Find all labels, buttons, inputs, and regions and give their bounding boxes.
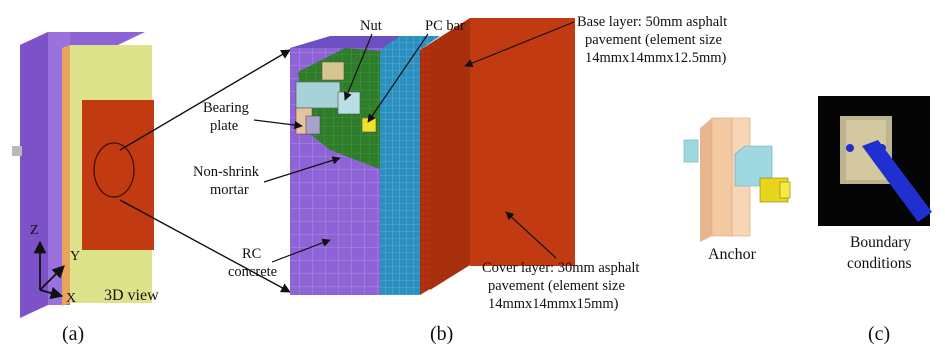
bearing-plate-mesh (295, 81, 341, 109)
zoom-arrow-top (119, 49, 291, 151)
anchor-label: Anchor (708, 246, 757, 263)
cover-layer-face (470, 18, 575, 266)
cover-layer-depth (430, 18, 470, 290)
label-cover-layer-3: 14mmx14mmx15mm) (488, 296, 619, 312)
label-bearing-plate-2: plate (210, 118, 238, 134)
caption-b: (b) (430, 323, 453, 345)
caption-c: (c) (868, 323, 890, 345)
label-concrete-2: concrete (228, 264, 277, 280)
boundary-bar (862, 140, 932, 222)
base-layer-mesh (380, 36, 440, 295)
zoom-arrow-bottom (119, 199, 291, 293)
panel-b-detail (290, 18, 575, 295)
label-pc-bar: PC bar (425, 18, 465, 34)
label-base-layer-2: pavement (element size (585, 32, 722, 48)
label-mortar-1: Non-shrink (193, 164, 260, 180)
leader-bearing-plate (253, 119, 303, 130)
label-nut: Nut (360, 18, 382, 34)
anchor-model (683, 117, 791, 242)
label-concrete-1: RC (242, 246, 261, 262)
leader-nut (343, 33, 373, 101)
nut-mesh (337, 91, 361, 115)
label-cover-layer-2: pavement (element size (488, 278, 625, 294)
view-label: 3D view (104, 287, 159, 304)
anchor-stub (12, 146, 22, 156)
label-base-layer-3: 14mmx14mmx12.5mm) (585, 50, 727, 66)
label-cover-layer-1: Cover layer: 30mm asphalt (482, 260, 639, 276)
boundary-label-1: Boundary (850, 234, 911, 251)
leader-mortar (263, 156, 341, 183)
panel-a-3d-view: Z Y X 3D view (a) (12, 32, 159, 345)
caption-a: (a) (62, 323, 84, 345)
boundary-conditions-image (818, 96, 932, 226)
leader-cover-layer (505, 211, 557, 259)
axis-z-label: Z (30, 223, 39, 238)
front-face-edge (62, 45, 70, 306)
label-mortar-2: mortar (210, 182, 249, 198)
leader-base-layer (464, 21, 575, 68)
leader-pc-bar (367, 33, 429, 123)
anchor-circle (93, 142, 135, 198)
block-side-face (20, 32, 48, 318)
axis-y-label: Y (70, 249, 80, 264)
axis-triad: Z Y X (30, 223, 80, 306)
axis-x-label: X (66, 291, 76, 306)
asphalt-square (82, 100, 154, 250)
label-base-layer-1: Base layer: 50mm asphalt (577, 14, 727, 30)
leader-concrete (271, 238, 331, 263)
anchor-plate (711, 117, 733, 237)
label-bearing-plate-1: Bearing (203, 100, 249, 116)
boundary-label-2: conditions (847, 255, 912, 272)
